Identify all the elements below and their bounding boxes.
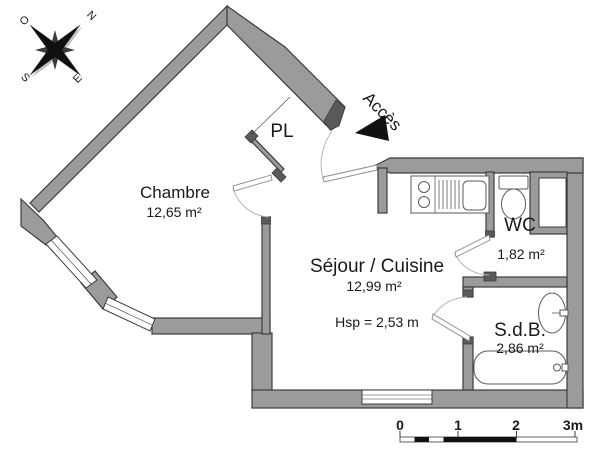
stove-icon xyxy=(418,196,430,208)
wall-kitchen-stub xyxy=(377,167,388,214)
kitchen-counter-icon xyxy=(410,175,490,214)
wall-east xyxy=(566,157,584,409)
washbasin-icon xyxy=(538,292,569,334)
wc-label: WC xyxy=(504,215,536,236)
wall-entrance-cap xyxy=(323,99,346,131)
bathtub-icon xyxy=(473,350,569,385)
access-arrow-icon xyxy=(355,115,389,141)
wall-chambre-nw xyxy=(29,4,228,213)
placard-back-line xyxy=(250,96,291,136)
placard-label: PL xyxy=(270,121,293,142)
wall-step xyxy=(251,332,273,392)
compass-south: S xyxy=(18,71,32,85)
wall-wc-sdb-cap xyxy=(483,271,497,282)
scale-tick-3: 3m xyxy=(563,417,583,433)
door-wc-leaf xyxy=(454,234,491,258)
sejour-area: 12,99 m² xyxy=(346,278,402,294)
sdb-area: 2,86 m² xyxy=(496,340,544,356)
compass-north: N xyxy=(84,9,98,23)
sejour-ceiling-height: Hsp = 2,53 m xyxy=(335,314,419,330)
toilet-icon xyxy=(498,175,529,220)
stove-icon xyxy=(418,181,430,193)
scale-tick-0: 0 xyxy=(396,417,404,433)
room-labels: Chambre 12,65 m² Séjour / Cuisine 12,99 … xyxy=(140,121,546,356)
scale-tick-2: 2 xyxy=(512,417,520,433)
scale-bar: 0 1 2 3m xyxy=(396,417,583,443)
wall-chambre-south xyxy=(151,317,271,335)
door-sdb xyxy=(431,296,471,342)
windows xyxy=(45,235,433,405)
wall-chambre-sejour-cap xyxy=(261,216,271,225)
wc-area: 1,82 m² xyxy=(497,246,545,262)
window-icon xyxy=(102,296,156,332)
chambre-area: 12,65 m² xyxy=(146,204,202,220)
doors xyxy=(232,130,491,342)
sdb-label: S.d.B. xyxy=(494,320,546,341)
sink-icon xyxy=(462,180,487,211)
compass-east: E xyxy=(71,72,85,86)
wall-sdb-cap-top xyxy=(462,289,474,298)
fixtures xyxy=(410,175,569,385)
scale-tick-1: 1 xyxy=(454,417,462,433)
drainer-icon xyxy=(438,180,460,209)
door-chambre-leaf xyxy=(232,174,273,192)
door-entrance xyxy=(320,130,378,183)
wall-chambre-ne xyxy=(226,4,346,131)
wall-north xyxy=(372,157,584,174)
window-icon xyxy=(45,235,98,289)
wall-placard-cap-ne xyxy=(271,167,287,183)
sejour-label: Séjour / Cuisine xyxy=(310,256,444,277)
chambre-label: Chambre xyxy=(140,183,210,202)
wall-sdb-left-bottom xyxy=(462,336,474,391)
compass-west: O xyxy=(18,13,33,28)
compass-rose-icon: N O S E xyxy=(18,9,99,86)
access-annotation: Accès xyxy=(355,88,405,141)
wall-sejour-wc-cap xyxy=(485,230,495,238)
wall-placard-cap-sw xyxy=(244,129,259,144)
door-entrance-leaf xyxy=(322,164,378,183)
wall-chambre-sejour xyxy=(261,216,271,335)
door-sdb-leaf xyxy=(431,313,471,342)
wall-wc-sdb xyxy=(462,276,568,288)
wc-niche xyxy=(538,177,567,228)
door-wc xyxy=(454,234,491,276)
door-chambre xyxy=(232,174,273,218)
window-icon xyxy=(361,389,433,405)
